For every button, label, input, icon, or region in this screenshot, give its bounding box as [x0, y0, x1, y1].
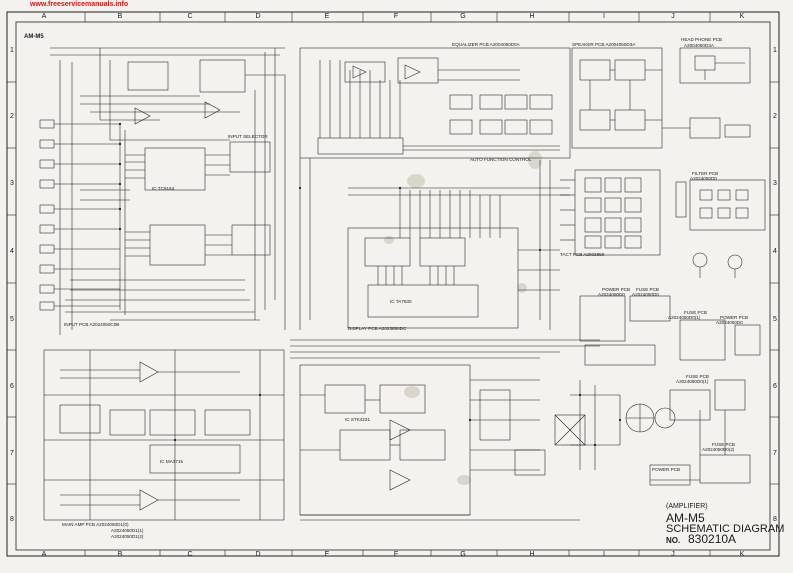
power-pcb-1-label: POWER PCB	[602, 287, 631, 292]
display-pcb-label: DISPLAY PCB A2023850DC	[348, 326, 407, 331]
fuse-pcb-3-number: A2024050D0(1)	[676, 379, 709, 384]
row-label-right-5: 5	[773, 316, 777, 323]
tact-pcb-label: TACT PCB A2003850	[560, 252, 605, 257]
row-label-left-1: 1	[10, 47, 14, 54]
power-pcb-2-number: A2024050D0	[716, 320, 743, 325]
column-label-bottom-c: C	[187, 551, 193, 558]
power-pcb-2-label: POWER PCB	[720, 315, 749, 320]
column-label-bottom-d: D	[255, 551, 261, 558]
column-label-bottom-g: G	[460, 551, 466, 558]
column-label-top-h: H	[529, 13, 535, 20]
power-pcb-3-label: POWER PCB	[652, 467, 681, 472]
fuse-pcb-1-number: A2024050D0	[632, 292, 659, 297]
row-label-left-3: 3	[10, 180, 14, 187]
power-pcb-1-number: A2024050D0	[598, 292, 625, 297]
filter-pcb-label: FILTER PCB	[692, 171, 719, 176]
fuse-pcb-4-number: A2024050D0(2)	[702, 447, 735, 452]
column-label-top-d: D	[255, 13, 261, 20]
ic-power-label: IC STK4231	[345, 417, 371, 422]
row-label-right-6: 6	[773, 383, 777, 390]
row-label-right-2: 2	[773, 113, 777, 120]
row-label-right-1: 1	[773, 47, 777, 54]
title-diagram: SCHEMATIC DIAGRAM	[666, 523, 785, 535]
column-label-top-j: J	[671, 13, 675, 20]
title-number-label: NO.	[666, 536, 681, 545]
row-label-left-7: 7	[10, 450, 14, 457]
paper-stains	[384, 151, 542, 485]
headphone-pcb-label: HEAD PHONE PCB	[681, 37, 723, 42]
main-amp-pcb-number-2: A2024050D1(1)	[111, 528, 144, 533]
auto-function-label: AUTO FUNCTION CONTROL	[470, 157, 532, 162]
column-label-top-f: F	[393, 13, 399, 20]
fuse-pcb-2-label: FUSE PCB	[684, 310, 707, 315]
column-label-top-b: B	[117, 13, 123, 20]
inner-border	[15, 21, 771, 551]
ic-selector-label: IC TC9164	[152, 186, 175, 191]
column-label-top-i: I	[603, 13, 605, 20]
column-label-top-g: G	[460, 13, 466, 20]
main-amp-pcb-label: MAIN AMP PCB A2024050D1(0)	[62, 522, 129, 527]
column-label-bottom-a: A	[41, 551, 47, 558]
fuse-pcb-3-label: FUSE PCB	[686, 374, 709, 379]
column-label-top-k: K	[739, 13, 745, 20]
column-label-bottom-e: E	[324, 551, 330, 558]
title-model: AM-M5	[666, 511, 705, 525]
column-label-top-c: C	[187, 13, 193, 20]
input-selector-label: INPUT SELECTOR	[228, 134, 268, 139]
column-label-bottom-h: H	[529, 551, 535, 558]
column-label-bottom-j: J	[671, 551, 675, 558]
title-number: 830210A	[688, 532, 737, 546]
column-label-bottom-i: I	[603, 551, 605, 558]
row-label-left-2: 2	[10, 113, 14, 120]
row-label-right-7: 7	[773, 450, 777, 457]
speaker-pcb-label: SPEAKER PCB A2004050D3A	[572, 42, 636, 47]
column-label-top-a: A	[41, 13, 47, 20]
column-label-bottom-k: K	[739, 551, 745, 558]
row-label-left-6: 6	[10, 383, 14, 390]
column-label-top-e: E	[324, 13, 330, 20]
circuit-wiring	[39, 47, 766, 521]
filter-pcb-number: A2024050D0	[690, 176, 717, 181]
row-label-left-4: 4	[10, 248, 14, 255]
row-label-right-3: 3	[773, 180, 777, 187]
main-amp-pcb-number-3: A2024050D1(2)	[111, 534, 144, 539]
outer-border	[6, 11, 780, 557]
row-label-right-8: 8	[773, 516, 777, 523]
fuse-pcb-1-label: FUSE PCB	[636, 287, 659, 292]
model-label: AM-M5	[24, 34, 44, 40]
grid-ticks	[7, 12, 779, 556]
row-label-right-4: 4	[773, 248, 777, 255]
title-category: (AMPLIFIER)	[666, 503, 708, 510]
equalizer-pcb-label: EQUALIZER PCB A2004050D0A	[452, 42, 520, 47]
fuse-pcb-4-label: FUSE PCB	[712, 442, 735, 447]
fuse-pcb-2-number: A2024050D0(1)	[668, 315, 701, 320]
ic-main-label: IC MA3715	[160, 459, 183, 464]
row-label-left-8: 8	[10, 516, 14, 523]
column-label-bottom-b: B	[117, 551, 123, 558]
headphone-pcb-number: A2004050D3A	[684, 43, 714, 48]
row-label-left-5: 5	[10, 316, 14, 323]
watermark-url: www.freeservicemanuals.info	[30, 1, 129, 8]
component-nodes	[118, 122, 622, 447]
ic-display-label: IC TA7630	[390, 299, 412, 304]
column-label-bottom-f: F	[393, 551, 399, 558]
input-pcb-label: INPUT PCB A2024050C0B	[64, 322, 120, 327]
